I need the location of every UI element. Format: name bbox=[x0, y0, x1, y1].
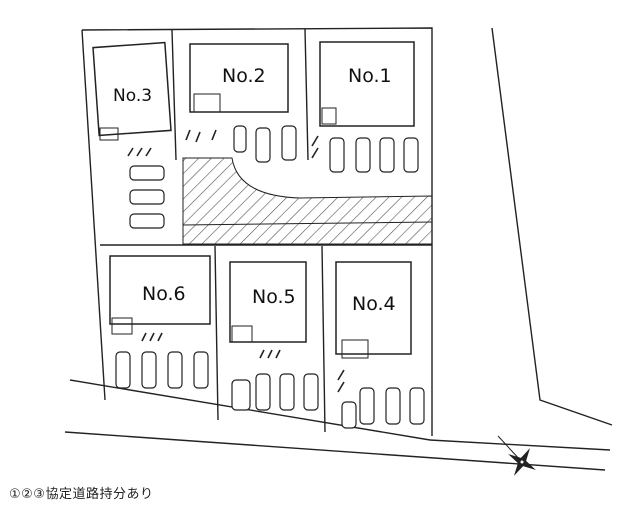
site-boundary bbox=[64, 27, 613, 471]
lot-label-no3: No.3 bbox=[113, 86, 152, 106]
buildings bbox=[92, 41, 415, 355]
building-no4 bbox=[335, 261, 412, 355]
road-divider bbox=[182, 221, 433, 226]
parking-cars bbox=[115, 125, 425, 429]
lot-label-no2: No.2 bbox=[222, 65, 266, 87]
agreement-road bbox=[182, 157, 433, 245]
entrance-steps bbox=[99, 93, 369, 359]
building-no2 bbox=[189, 43, 289, 113]
lot-label-no6: No.6 bbox=[142, 283, 186, 305]
footnote: ①②③協定道路持分あり bbox=[9, 487, 154, 502]
lot-label-no1: No.1 bbox=[348, 65, 392, 87]
building-no3 bbox=[92, 41, 172, 137]
lot-label-no5: No.5 bbox=[252, 286, 296, 308]
lot-label-no4: No.4 bbox=[352, 293, 396, 315]
building-no5 bbox=[229, 261, 307, 343]
building-no6 bbox=[109, 255, 211, 325]
bicycle-marks bbox=[127, 129, 345, 393]
north-arrow-compass-icon bbox=[497, 435, 536, 476]
